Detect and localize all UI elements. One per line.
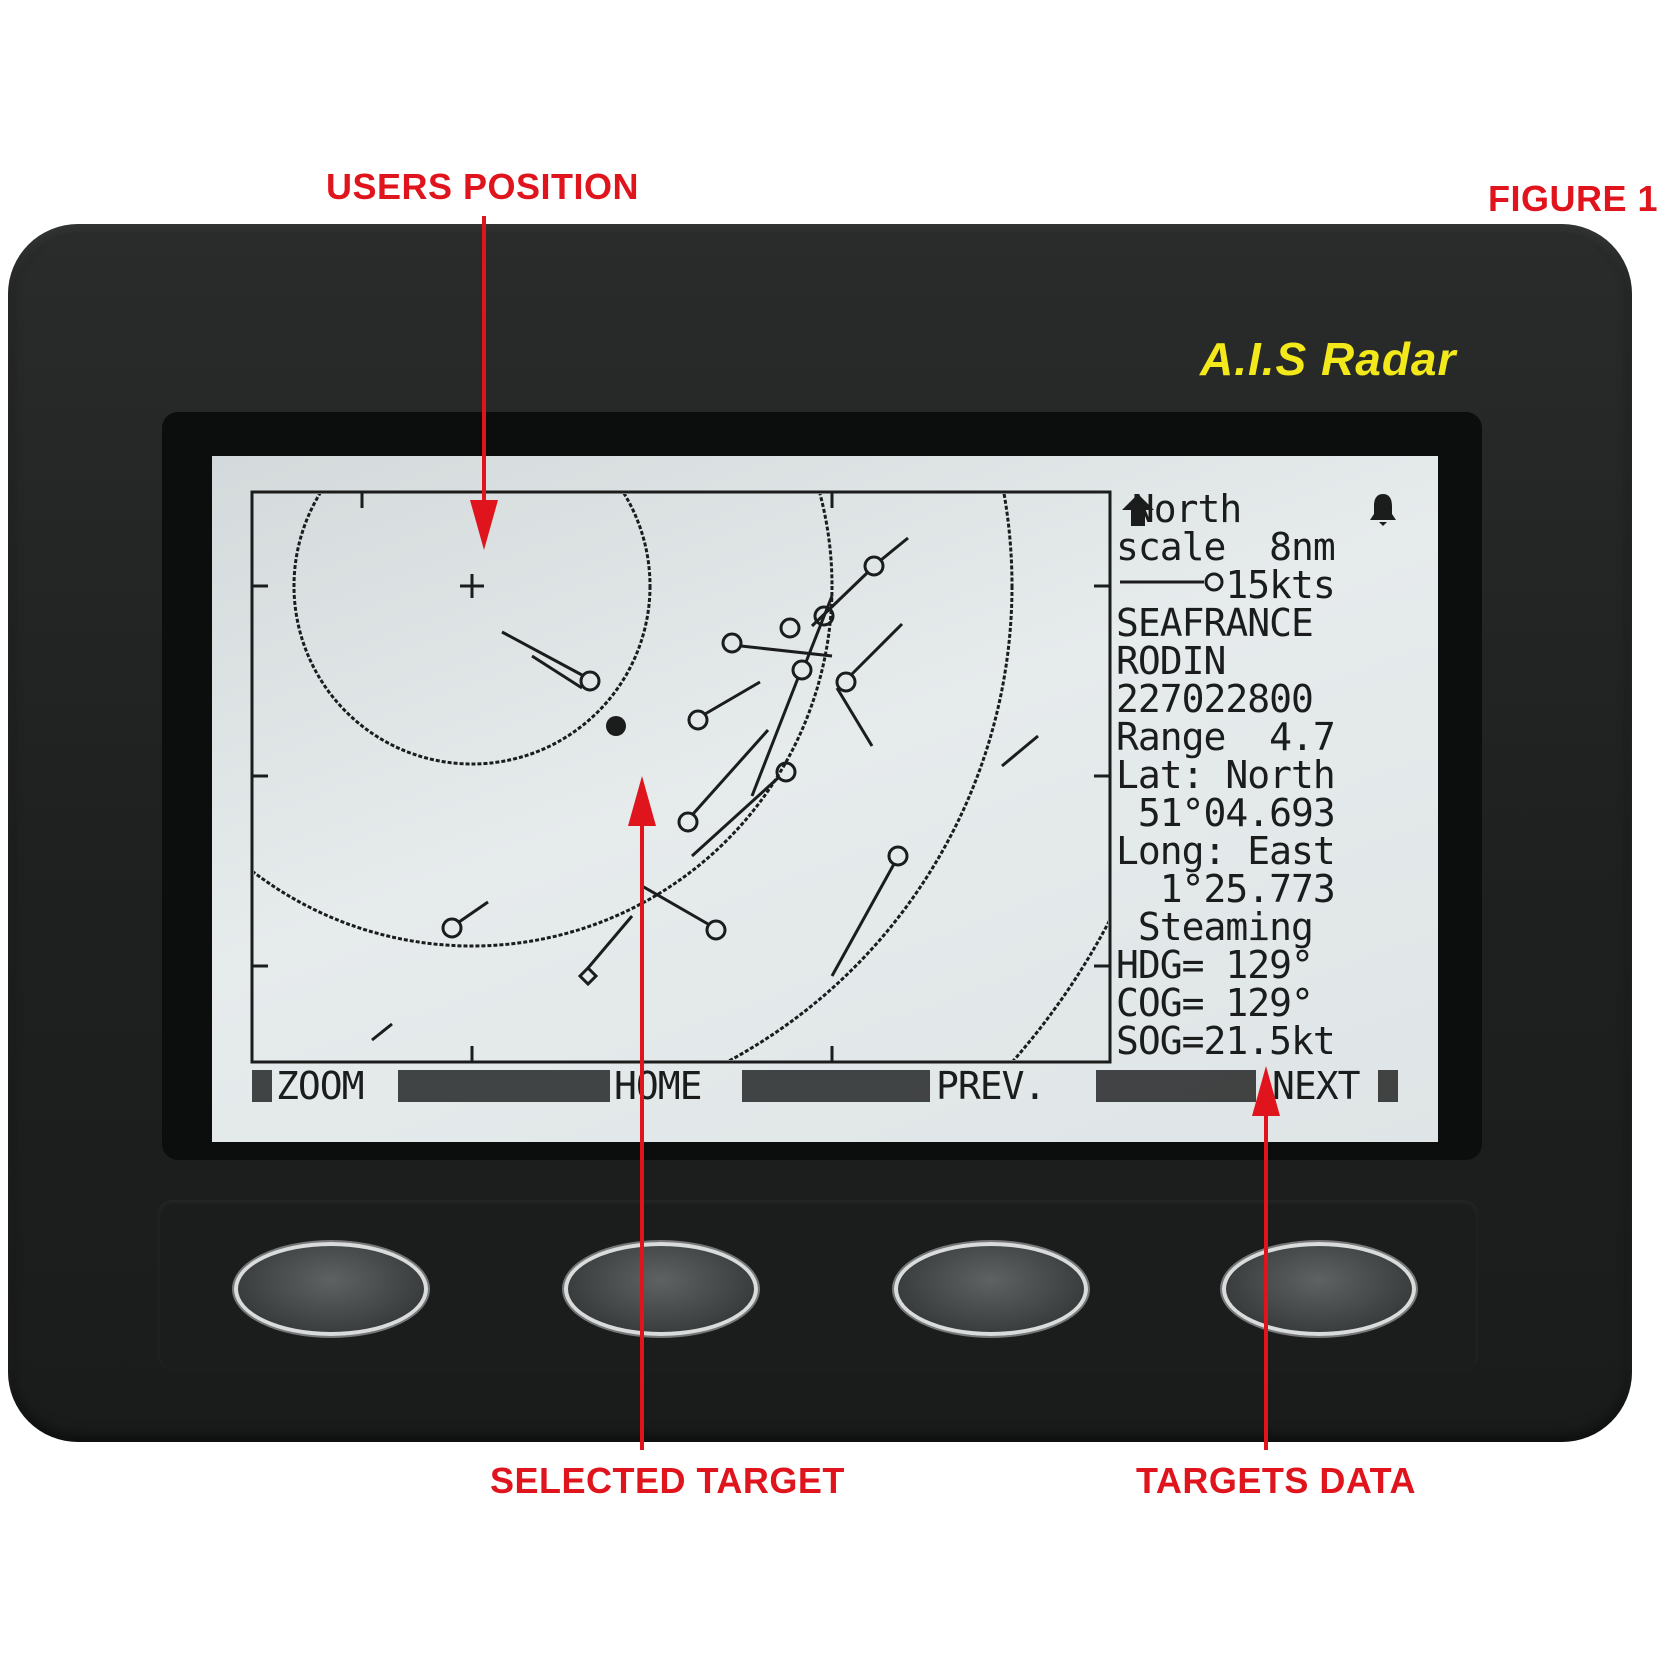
softkey-next-label: NEXT xyxy=(1272,1064,1361,1108)
selected-target-filled-circle-icon xyxy=(606,716,626,736)
callout-selected-target: SELECTED TARGET xyxy=(490,1460,845,1501)
info-long-value: 1°25.773 xyxy=(1116,867,1336,911)
target-1 xyxy=(810,536,909,628)
info-scale: scale 8nm xyxy=(1116,525,1336,569)
info-range: Range 4.7 xyxy=(1116,715,1336,759)
lcd-screen xyxy=(212,456,1438,1142)
softkey-zoom-label: ZOOM xyxy=(276,1064,365,1108)
prev-button[interactable] xyxy=(894,1242,1088,1336)
target-13 xyxy=(577,915,634,987)
info-vessel-name-2: RODIN xyxy=(1116,639,1226,683)
radar-plot xyxy=(250,490,1112,1064)
target-6 xyxy=(501,630,601,692)
target-11 xyxy=(641,884,727,941)
range-ring-middle xyxy=(254,494,834,948)
callout-targets-data: TARGETS DATA xyxy=(1136,1460,1416,1501)
info-status: Steaming xyxy=(1116,905,1314,949)
target-5 xyxy=(835,622,904,747)
home-button[interactable] xyxy=(564,1242,758,1336)
brand-logo: A.I.S Radar xyxy=(1200,333,1457,385)
target-3 xyxy=(721,632,833,658)
target-10 xyxy=(830,845,909,977)
radar-plot-frame xyxy=(250,490,1112,1064)
target-8 xyxy=(690,761,797,858)
info-lat-value: 51°04.693 xyxy=(1116,791,1336,835)
range-ring-outer xyxy=(727,494,1014,1060)
softkey-bar: ZOOM HOME PREV. NEXT xyxy=(252,1066,1400,1106)
info-heading-mode: North xyxy=(1110,487,1242,531)
figure-label: FIGURE 1 xyxy=(1488,178,1659,219)
softkey-prev-label: PREV. xyxy=(936,1064,1046,1108)
north-arrow-icon xyxy=(1122,494,1154,526)
next-button[interactable] xyxy=(1222,1242,1416,1336)
info-cog: COG= 129° xyxy=(1116,981,1314,1025)
range-ring-far xyxy=(1011,919,1108,1060)
target-2 xyxy=(779,605,835,639)
info-vessel-name-1: SEAFRANCE xyxy=(1116,601,1314,645)
targets-data-panel: North scale 8nm 15kts SEAFRANCE RODIN 22… xyxy=(1116,484,1416,1064)
info-mmsi: 227022800 xyxy=(1116,677,1314,721)
info-speed-vector: 15kts xyxy=(1116,563,1335,607)
info-lat-label: Lat: North xyxy=(1116,753,1336,797)
info-hdg: HDG= 129° xyxy=(1116,943,1314,987)
range-ring-inner xyxy=(292,494,652,766)
info-long-label: Long: East xyxy=(1116,829,1336,873)
target-7 xyxy=(687,680,761,731)
bell-icon xyxy=(1370,494,1396,526)
radar-ticks xyxy=(252,492,1110,1062)
own-ship-crosshair-icon xyxy=(460,574,484,598)
target-4 xyxy=(750,595,834,797)
callout-users-position: USERS POSITION xyxy=(326,166,640,207)
info-sog: SOG=21.5kt xyxy=(1116,1019,1336,1063)
softkey-home-label: HOME xyxy=(614,1064,703,1108)
zoom-button[interactable] xyxy=(234,1242,428,1336)
target-12 xyxy=(441,900,489,939)
speed-vector-icon xyxy=(1120,572,1224,592)
target-9 xyxy=(677,729,770,833)
